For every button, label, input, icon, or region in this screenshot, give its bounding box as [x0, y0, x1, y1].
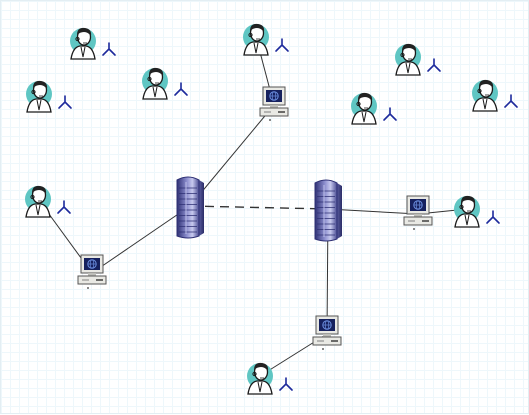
server-node [314, 179, 342, 242]
workstation-node [403, 195, 433, 230]
network-link [91, 205, 191, 274]
signal-icon [275, 38, 289, 52]
person-icon [70, 27, 96, 60]
nodes-layer [25, 23, 518, 395]
signal-icon [427, 58, 441, 72]
signal-icon [504, 94, 518, 108]
person-icon [26, 80, 52, 113]
person-icon [247, 362, 273, 395]
user-node [25, 185, 71, 218]
dashed-link [189, 205, 329, 210]
workstation-icon [403, 195, 433, 230]
person-icon [25, 185, 51, 218]
workstation-node [312, 315, 342, 350]
signal-icon [486, 210, 500, 224]
server-node [176, 176, 204, 239]
user-node [26, 80, 72, 113]
server-tower-icon [176, 176, 204, 239]
workstation-node [77, 254, 107, 289]
user-node [247, 362, 293, 395]
signal-icon [279, 377, 293, 391]
person-icon [454, 195, 480, 228]
signal-icon [383, 107, 397, 121]
signal-icon [102, 42, 116, 56]
links-layer [37, 36, 468, 377]
person-icon [395, 43, 421, 76]
network-link [327, 208, 419, 215]
signal-icon [174, 82, 188, 96]
user-node [243, 23, 289, 56]
workstation-icon [77, 254, 107, 289]
user-node [454, 195, 500, 228]
person-icon [142, 67, 168, 100]
workstation-icon [312, 315, 342, 350]
person-icon [243, 23, 269, 56]
user-node [395, 43, 441, 76]
workstation-icon [259, 86, 289, 121]
user-node [351, 92, 397, 125]
signal-icon [57, 200, 71, 214]
person-icon [351, 92, 377, 125]
user-node [142, 67, 188, 100]
person-icon [472, 79, 498, 112]
server-tower-icon [314, 179, 342, 242]
user-node [70, 27, 116, 60]
workstation-node [259, 86, 289, 121]
user-node [472, 79, 518, 112]
signal-icon [58, 95, 72, 109]
